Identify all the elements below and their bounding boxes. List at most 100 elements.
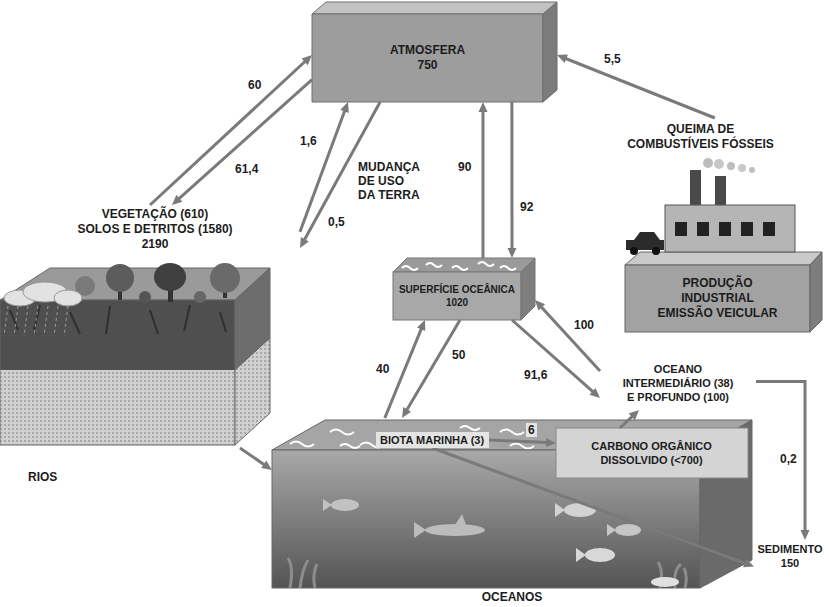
land-block	[106, 264, 134, 292]
flow-arrow	[620, 410, 639, 428]
arrow-head	[302, 55, 312, 65]
factory-illustration	[714, 159, 724, 169]
factory-illustration	[697, 222, 709, 236]
node-text: SUPERFÍCIE OCEÂNICA	[399, 283, 515, 296]
ocean-block	[556, 428, 748, 478]
flow-arrow	[385, 320, 426, 418]
flow-line	[178, 80, 312, 200]
flux-value: 6	[526, 423, 537, 437]
flow-arrow	[535, 300, 600, 371]
node-text: EMISSÃO VEICULAR	[657, 306, 777, 321]
land-block	[0, 370, 235, 445]
sediment-reservoir: SEDIMENTO150	[754, 540, 826, 574]
ocean-block	[331, 499, 359, 511]
node-text: QUEIMA DE COMBUSTÍVEIS FÓSSEIS	[623, 122, 778, 152]
factory-illustration	[625, 265, 810, 332]
flow-line	[385, 327, 422, 418]
flow-line	[564, 58, 715, 118]
dissolved-carbon-box: CARBONO ORGÂNICO DISSOLVIDO (<700)	[556, 428, 748, 478]
factory-illustration	[738, 164, 746, 172]
text-block: QUEIMA DE COMBUSTÍVEIS FÓSSEIS	[623, 122, 778, 152]
ocean-surface-block	[393, 258, 535, 272]
flow-arrow	[150, 55, 312, 205]
arrow-head	[479, 102, 488, 112]
atmosphere-block	[312, 2, 557, 14]
ocean-block	[651, 577, 679, 587]
arrow-head	[340, 102, 348, 113]
ocean-block	[288, 558, 686, 588]
node-text: CARBONO ORGÂNICO DISSOLVIDO (<700)	[589, 439, 714, 467]
flow-line	[756, 382, 805, 533]
node-text: PRODUÇÃO INDUSTRIAL	[655, 276, 780, 306]
ocean-block	[290, 426, 534, 449]
text-block: OCEANOS	[272, 590, 752, 605]
node-text: OCEANO INTERMEDIÁRIO (38) E PROFUNDO (10…	[620, 362, 736, 404]
flux-value: 0,2	[780, 452, 797, 466]
flow-line	[620, 416, 633, 429]
factory-illustration	[810, 252, 822, 332]
ocean-surface-block	[393, 258, 535, 320]
land-block	[154, 263, 186, 291]
node-text: ATMOSFERA	[390, 43, 465, 58]
factory-illustration	[727, 162, 735, 170]
arrow-head	[507, 248, 516, 258]
land-block	[210, 263, 240, 293]
factory-illustration	[703, 158, 713, 168]
flux-value: 40	[376, 362, 389, 376]
node-text: OCEANOS	[482, 590, 543, 605]
flux-value: 100	[574, 318, 594, 332]
flux-value: 61,4	[235, 162, 258, 176]
arrow-head	[300, 237, 309, 248]
ocean-block	[323, 499, 332, 511]
node-text: SEDIMENTO	[757, 542, 822, 556]
ocean-block	[607, 524, 616, 536]
land-block	[139, 291, 151, 303]
flow-arrow	[557, 55, 715, 118]
ocean-block	[455, 514, 466, 525]
flow-line	[540, 306, 600, 371]
arrow-head	[261, 461, 272, 470]
ocean-block	[576, 548, 586, 562]
atmosphere-block	[312, 14, 543, 102]
land-block	[0, 300, 235, 445]
ocean-block	[585, 548, 615, 562]
atmosphere-box: ATMOSFERA750	[312, 0, 557, 102]
arrow-head	[557, 55, 568, 63]
factory-illustration	[630, 247, 638, 255]
flux-value: 0,5	[328, 215, 345, 229]
text-block: OCEANO INTERMEDIÁRIO (38) E PROFUNDO (10…	[620, 362, 736, 404]
flow-arrow	[507, 102, 516, 258]
atmosphere-block	[312, 2, 557, 102]
flow-arrow	[402, 320, 460, 418]
text-block: VEGETAÇÃO (610)SOLOS E DETRITOS (1580)21…	[40, 207, 270, 252]
flux-value: 1,6	[300, 134, 317, 148]
text-block: ATMOSFERA750	[312, 14, 543, 102]
factory-illustration	[665, 205, 795, 252]
factory-illustration	[652, 247, 660, 255]
factory-illustration	[625, 158, 822, 332]
factory-illustration	[749, 167, 755, 173]
text-block: SEDIMENTO150	[754, 542, 826, 570]
ocean-block	[615, 524, 641, 536]
arrow-head	[535, 300, 545, 310]
factory-illustration	[626, 232, 664, 250]
flow-line	[150, 61, 306, 206]
flux-value: 92	[520, 200, 533, 214]
ocean-block: OCEANOSBIOTA MARINHA (3)CARBONO ORGÂNICO…	[272, 418, 752, 607]
arrow-head	[590, 388, 600, 398]
flux-value: 60	[248, 78, 261, 92]
node-text: SOLOS E DETRITOS (1580)	[77, 222, 232, 237]
flow-line	[300, 110, 345, 232]
factory-illustration	[763, 222, 775, 236]
factory-illustration	[741, 222, 753, 236]
flux-value: 50	[452, 348, 465, 362]
ocean-block	[414, 522, 426, 538]
process-label: MUDANÇA DE USO DA TERRA	[358, 160, 423, 202]
text-block: PRODUÇÃO INDUSTRIALEMISSÃO VEICULAR	[655, 265, 780, 332]
land-reservoir: VEGETAÇÃO (610)SOLOS E DETRITOS (1580)21…	[0, 205, 300, 448]
factory-illustration	[675, 222, 687, 236]
land-block	[4, 306, 68, 336]
atmosphere-block	[543, 2, 557, 102]
